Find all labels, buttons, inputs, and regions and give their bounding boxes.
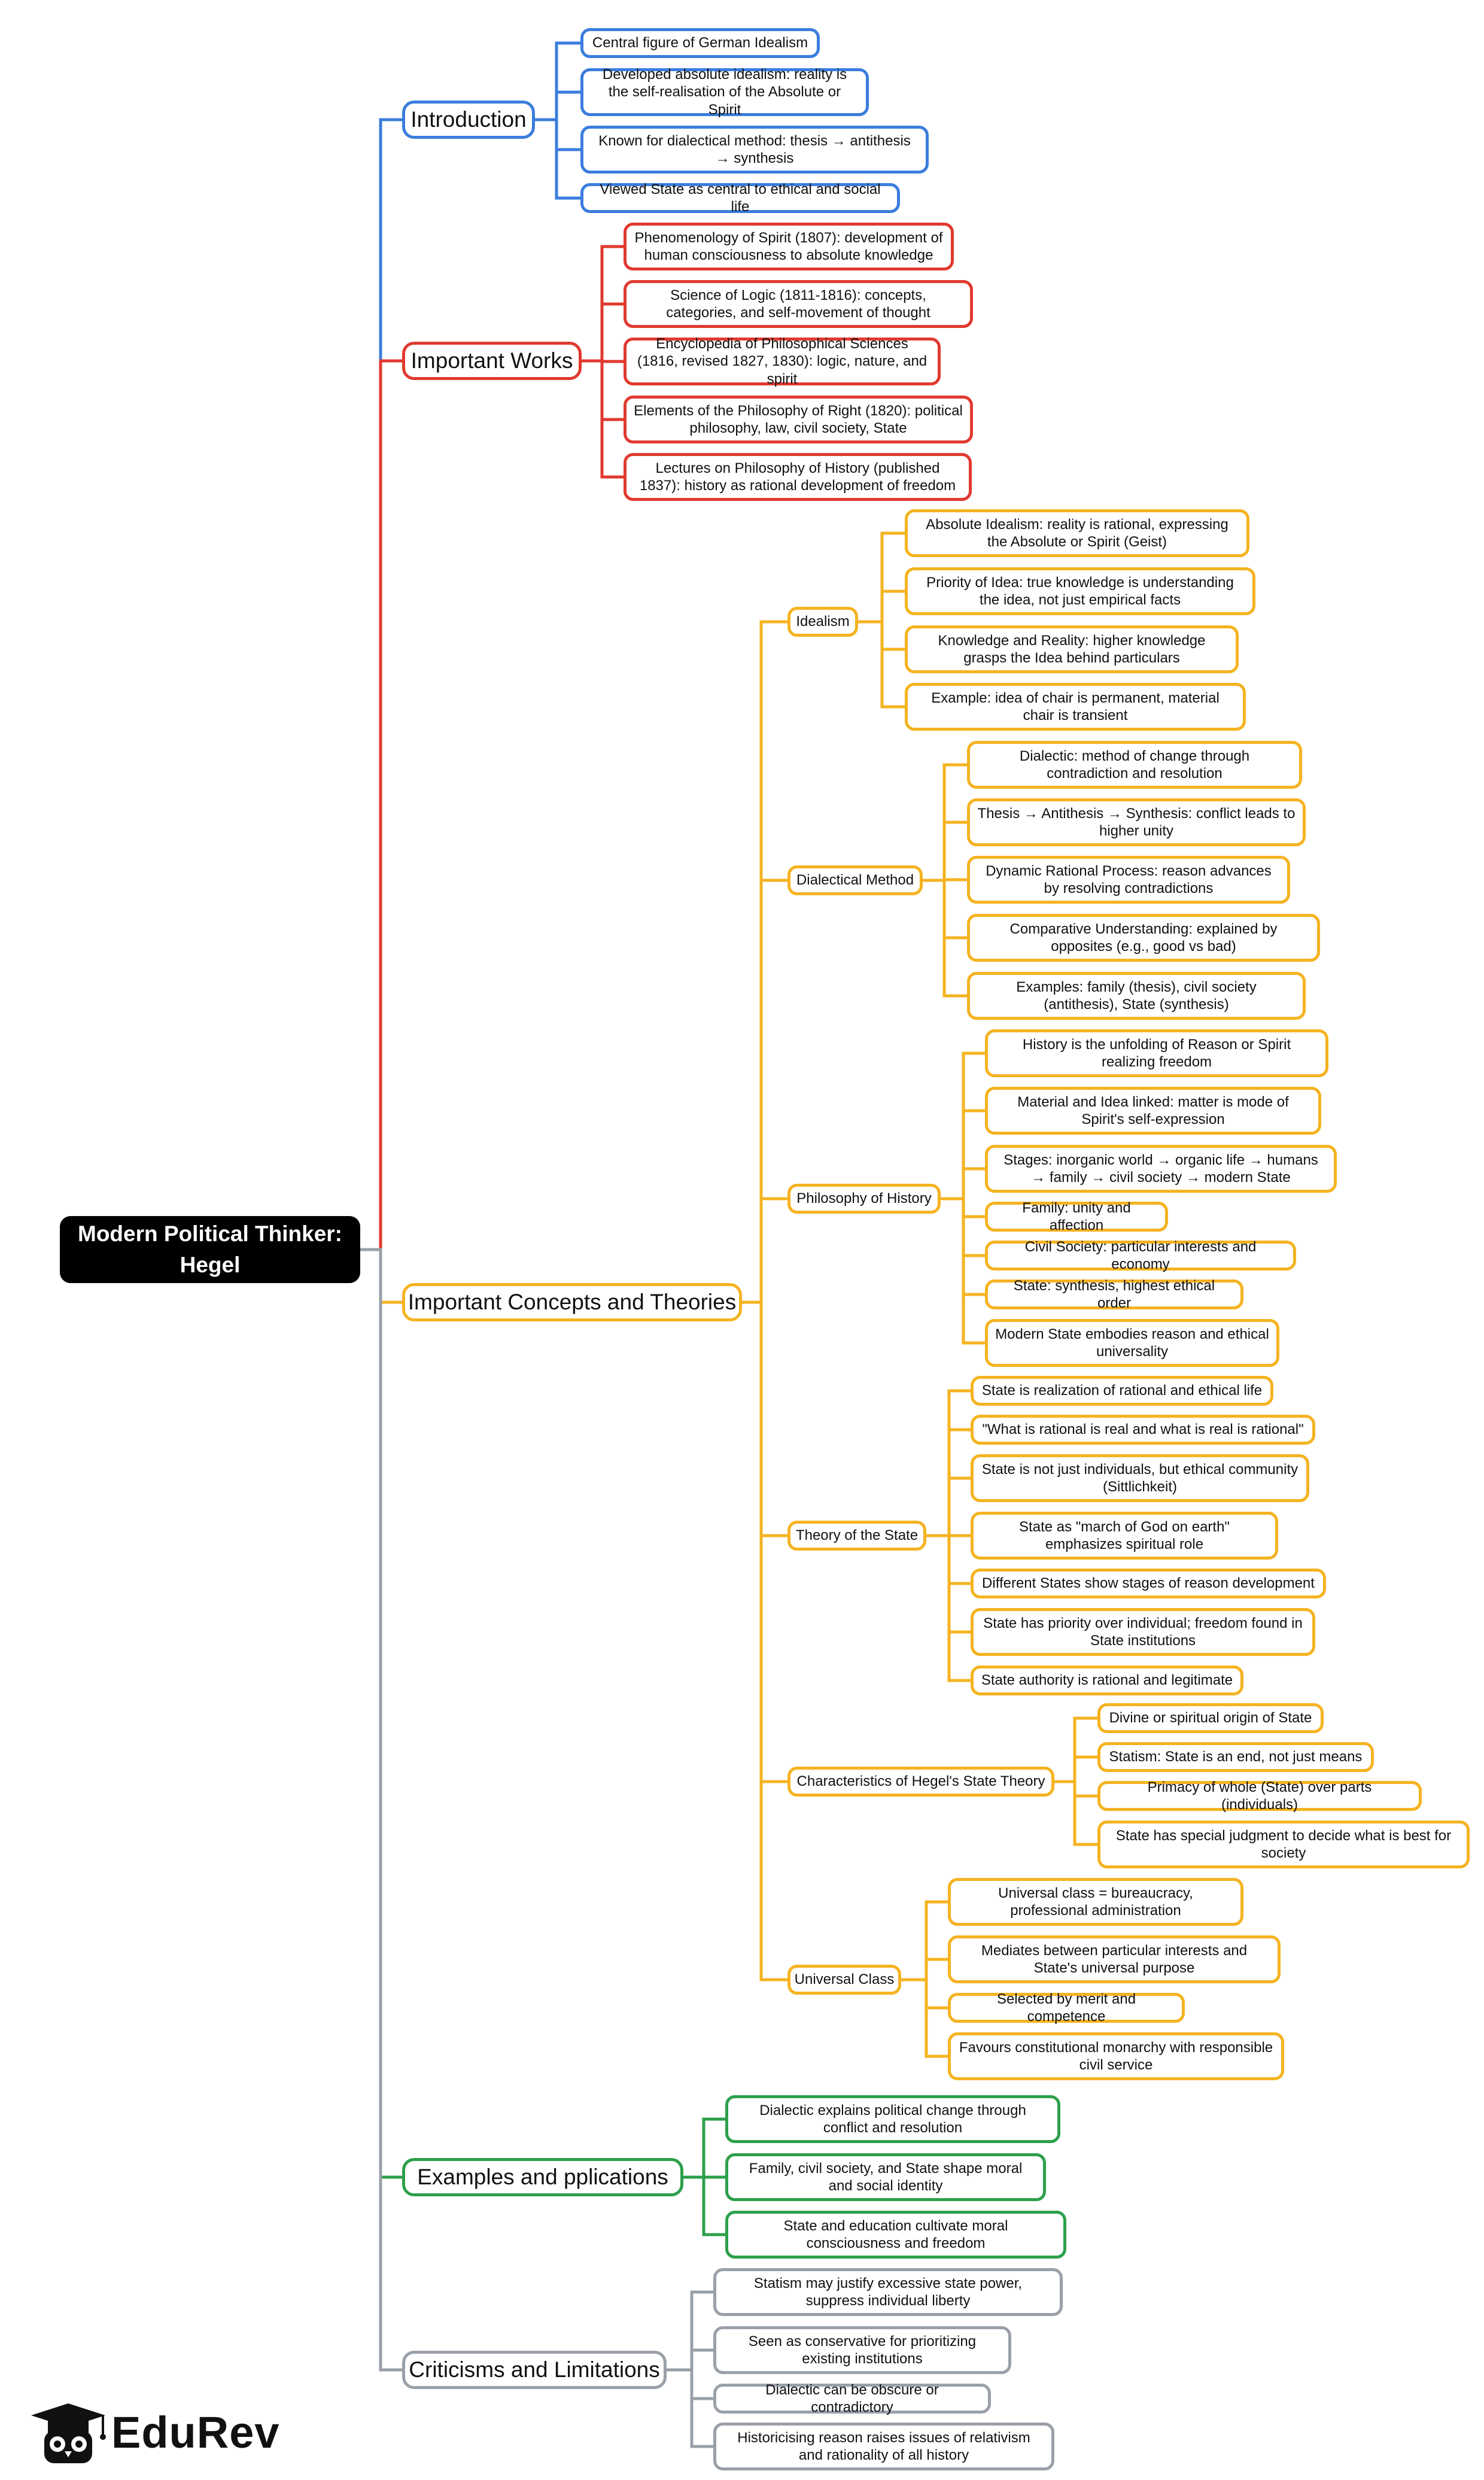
subtopic-3: Philosophy of History (787, 1184, 941, 1214)
leaf-works-5: Lectures on Philosophy of History (publi… (624, 453, 972, 501)
leaf-concept-6-3: Selected by merit and competence (948, 1991, 1185, 2025)
leaf-concept-2-2: Thesis → Antithesis → Synthesis: conflic… (967, 798, 1306, 846)
leaf-concept-3-5: Civil Society: particular interests and … (985, 1239, 1296, 1272)
leaf-concept-6-2: Mediates between particular interests an… (948, 1935, 1281, 1983)
subtopic-1: Idealism (787, 607, 858, 637)
leaf-concept-3-7: Modern State embodies reason and ethical… (985, 1319, 1279, 1367)
leaf-introduction-2: Developed absolute idealism: reality is … (580, 66, 869, 118)
leaf-concept-3-3: Stages: inorganic world → organic life →… (985, 1145, 1337, 1193)
logo-text: EduRev (111, 2408, 280, 2457)
leaf-concept-4-6: State has priority over individual; free… (971, 1608, 1315, 1656)
subtopic-4: Theory of the State (787, 1521, 926, 1551)
leaf-concept-6-4: Favours constitutional monarchy with res… (948, 2032, 1284, 2080)
branch-works: Important Works (402, 342, 582, 380)
leaf-concept-1-2: Priority of Idea: true knowledge is unde… (905, 567, 1255, 615)
leaf-concept-4-1: State is realization of rational and eth… (971, 1376, 1273, 1406)
leaf-concept-4-4: State as "march of God on earth" emphasi… (971, 1512, 1278, 1560)
leaf-criticisms-3: Dialectic can be obscure or contradictor… (713, 2382, 991, 2415)
leaf-works-3: Encyclopedia of Philosophical Sciences (… (624, 336, 941, 387)
leaf-concept-5-1: Divine or spiritual origin of State (1097, 1703, 1324, 1733)
branch-criticisms: Criticisms and Limitations (402, 2351, 667, 2389)
leaf-concept-3-2: Material and Idea linked: matter is mode… (985, 1087, 1321, 1135)
leaf-concept-3-6: State: synthesis, highest ethical order (985, 1278, 1243, 1311)
leaf-examples-2: Family, civil society, and State shape m… (725, 2153, 1046, 2201)
leaf-examples-3: State and education cultivate moral cons… (725, 2211, 1066, 2259)
leaf-concept-1-4: Example: idea of chair is permanent, mat… (905, 683, 1246, 731)
root-node: Modern Political Thinker: Hegel (60, 1216, 360, 1283)
leaf-concept-5-4: State has special judgment to decide wha… (1097, 1821, 1470, 1868)
leaf-examples-1: Dialectic explains political change thro… (725, 2095, 1060, 2143)
leaf-criticisms-1: Statism may justify excessive state powe… (713, 2268, 1063, 2316)
leaf-concept-2-3: Dynamic Rational Process: reason advance… (967, 856, 1290, 904)
leaf-concept-2-4: Comparative Understanding: explained by … (967, 914, 1320, 962)
leaf-concept-4-3: State is not just individuals, but ethic… (971, 1454, 1309, 1502)
leaf-concept-4-5: Different States show stages of reason d… (971, 1569, 1326, 1598)
leaf-works-2: Science of Logic (1811-1816): concepts, … (624, 280, 973, 328)
branch-concepts: Important Concepts and Theories (402, 1283, 742, 1321)
leaf-works-4: Elements of the Philosophy of Right (182… (624, 396, 973, 443)
leaf-concept-3-1: History is the unfolding of Reason or Sp… (985, 1029, 1328, 1077)
subtopic-6: Universal Class (787, 1965, 901, 1995)
leaf-concept-6-1: Universal class = bureaucracy, professio… (948, 1878, 1243, 1926)
leaf-concept-3-4: Family: unity and affection (985, 1200, 1168, 1233)
leaf-concept-4-7: State authority is rational and legitima… (971, 1666, 1243, 1695)
leaf-concept-5-3: Primacy of whole (State) over parts (ind… (1097, 1779, 1422, 1813)
leaf-introduction-4: Viewed State as central to ethical and s… (580, 181, 900, 215)
leaf-concept-1-1: Absolute Idealism: reality is rational, … (905, 509, 1249, 557)
subtopic-2: Dialectical Method (787, 865, 923, 895)
edurev-logo-icon (31, 2403, 106, 2463)
leaf-introduction-1: Central figure of German Idealism (580, 28, 820, 58)
leaf-works-1: Phenomenology of Spirit (1807): developm… (624, 223, 954, 271)
subtopic-5: Characteristics of Hegel's State Theory (787, 1767, 1054, 1797)
leaf-criticisms-4: Historicising reason raises issues of re… (713, 2423, 1054, 2470)
leaf-concept-2-1: Dialectic: method of change through cont… (967, 741, 1302, 789)
leaf-concept-5-2: Statism: State is an end, not just means (1097, 1742, 1374, 1772)
leaf-concept-2-5: Examples: family (thesis), civil society… (967, 972, 1306, 1020)
branch-introduction: Introduction (402, 101, 535, 139)
leaf-introduction-3: Known for dialectical method: thesis → a… (580, 126, 929, 174)
leaf-concept-4-2: "What is rational is real and what is re… (971, 1415, 1315, 1445)
branch-examples: Examples and pplications (402, 2158, 683, 2196)
leaf-concept-1-3: Knowledge and Reality: higher knowledge … (905, 625, 1239, 673)
leaf-criticisms-2: Seen as conservative for prioritizing ex… (713, 2326, 1011, 2374)
